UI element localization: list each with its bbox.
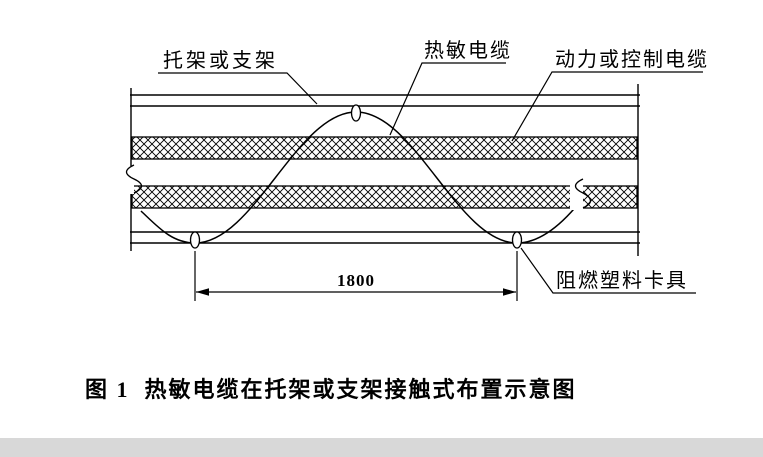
cable-clip-left	[189, 231, 201, 249]
label-clip: 阻燃塑料卡具	[556, 269, 688, 292]
heat-cable-wave	[140, 111, 580, 244]
break-mark-left	[121, 164, 143, 194]
power-cable-band-top	[131, 136, 638, 160]
leader-heat-cable	[389, 62, 506, 136]
page-edge	[0, 438, 763, 457]
leader-bracket	[158, 72, 318, 105]
dimension-1800: 1800	[194, 251, 518, 301]
dimension-arrow-left	[196, 288, 209, 296]
break-mark-right	[570, 178, 592, 210]
label-heat-cable: 热敏电缆	[424, 39, 512, 62]
dimension-value: 1800	[337, 271, 375, 290]
tray-rails	[130, 84, 640, 256]
dimension-arrow-right	[503, 288, 516, 296]
leader-clip	[520, 247, 696, 294]
leader-power-cable	[511, 71, 703, 142]
power-cable-band-bottom	[131, 185, 638, 209]
figure-drawing: 1800 托架或支架 热敏电缆 动力或控制电缆 阻燃塑料卡具	[121, 39, 709, 301]
cable-clip-right	[511, 231, 523, 249]
leader-lines	[158, 62, 703, 294]
label-bracket: 托架或支架	[163, 49, 278, 72]
cable-clip-top	[350, 104, 362, 122]
figure-caption: 图 1 热敏电缆在托架或支架接触式布置示意图	[85, 377, 577, 402]
cable-clips	[189, 104, 523, 249]
label-power-cable: 动力或控制电缆	[555, 48, 709, 71]
